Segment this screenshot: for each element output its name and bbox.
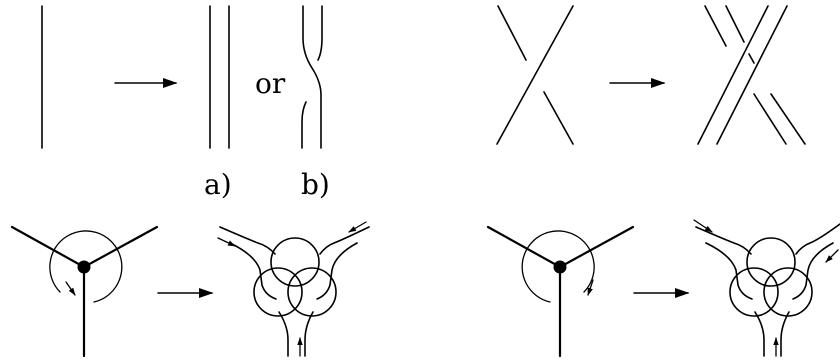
trefoil-tangle-ccw (217, 221, 370, 357)
vertex-dot (553, 260, 567, 274)
vertex-dot (77, 260, 91, 274)
cw-arrow-icon (587, 279, 594, 296)
doubled-crossing (697, 5, 806, 145)
strand-doubling-panel: or a) b) (41, 5, 330, 201)
trefoil-tangle-cw (693, 219, 840, 357)
under-strand-lower (543, 91, 574, 145)
ccw-arrow-icon (65, 281, 76, 296)
over-strand (496, 5, 574, 145)
option-a-parallel-strands (209, 5, 230, 149)
vertex-cw-panel (486, 219, 840, 358)
under-strand-upper (497, 5, 527, 61)
vertex-ccw-panel (10, 221, 370, 358)
label-b: b) (301, 168, 330, 201)
crossing-doubling-panel (496, 5, 806, 145)
rotation-circle (521, 230, 595, 303)
option-b-twisted-strands (301, 5, 323, 149)
or-label: or (255, 67, 286, 100)
rotation-circle (49, 230, 123, 303)
label-a: a) (204, 168, 232, 201)
